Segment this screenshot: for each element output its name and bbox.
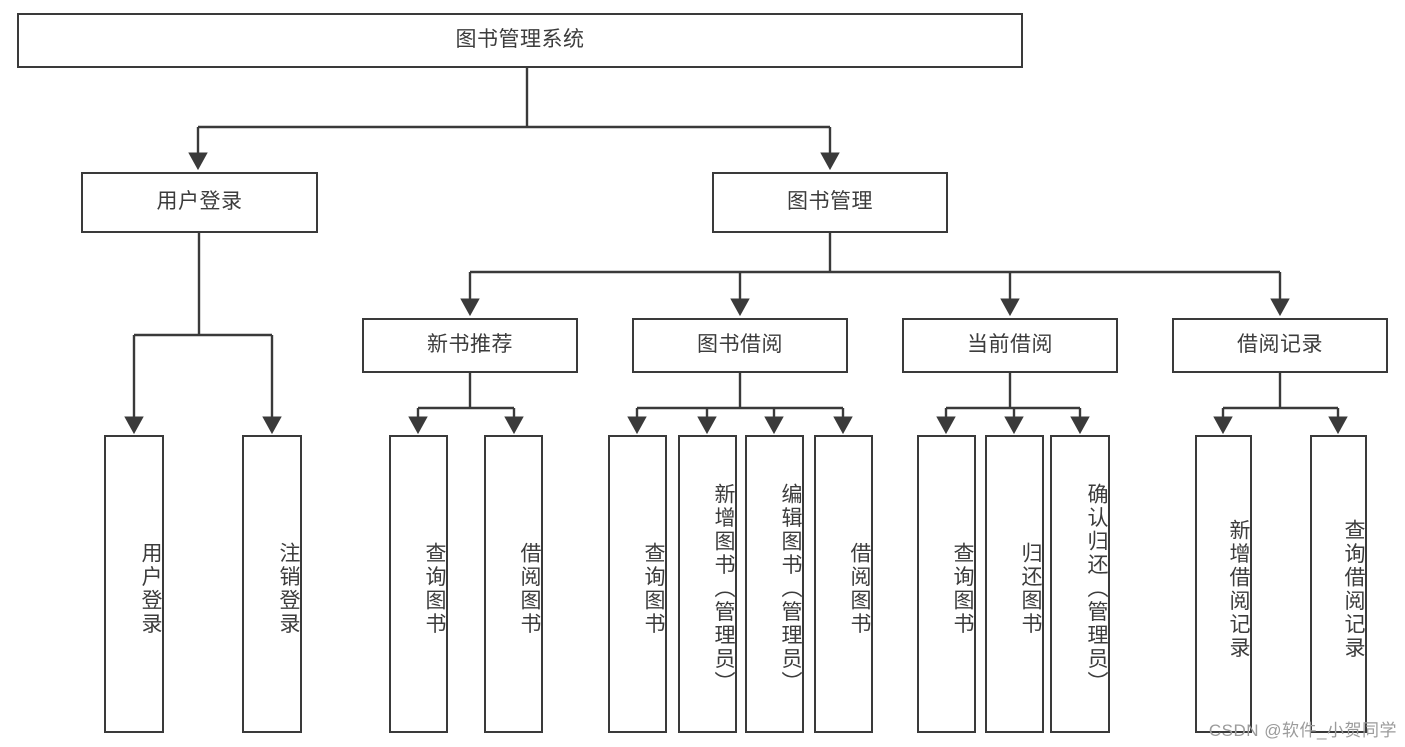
node-borrow-record[interactable]: 借阅记录 [1172, 318, 1388, 373]
node-user-login[interactable]: 用户登录 [81, 172, 318, 233]
node-leaf-add-book-label: 新增图书（管理员） [712, 483, 735, 695]
node-leaf-return-book-label: 归还图书 [1019, 542, 1042, 636]
node-new-book-recommend-label: 新书推荐 [427, 333, 513, 357]
node-leaf-add-record[interactable]: 新增借阅记录 [1195, 435, 1252, 733]
node-leaf-confirm-return[interactable]: 确认归还（管理员） [1050, 435, 1110, 733]
node-book-borrow-label: 图书借阅 [697, 333, 783, 357]
node-leaf-query-book-current-label: 查询图书 [951, 542, 974, 636]
node-leaf-user-login-label: 用户登录 [139, 542, 162, 636]
node-leaf-borrow-book-rec[interactable]: 借阅图书 [484, 435, 543, 733]
node-current-borrow-label: 当前借阅 [967, 333, 1053, 357]
node-leaf-logout-label: 注销登录 [277, 542, 300, 636]
node-leaf-query-book-rec-label: 查询图书 [423, 542, 446, 636]
node-leaf-borrow-book[interactable]: 借阅图书 [814, 435, 873, 733]
node-book-manage-label: 图书管理 [787, 190, 873, 214]
node-user-login-label: 用户登录 [156, 190, 243, 214]
node-leaf-query-book-borrow[interactable]: 查询图书 [608, 435, 667, 733]
node-root-label: 图书管理系统 [455, 28, 585, 52]
node-book-manage[interactable]: 图书管理 [712, 172, 948, 233]
node-leaf-logout[interactable]: 注销登录 [242, 435, 302, 733]
node-leaf-add-record-label: 新增借阅记录 [1227, 518, 1250, 660]
node-current-borrow[interactable]: 当前借阅 [902, 318, 1118, 373]
node-leaf-borrow-book-rec-label: 借阅图书 [518, 542, 541, 636]
node-leaf-add-book[interactable]: 新增图书（管理员） [678, 435, 737, 733]
node-leaf-query-record[interactable]: 查询借阅记录 [1310, 435, 1367, 733]
node-borrow-record-label: 借阅记录 [1237, 333, 1323, 357]
node-leaf-query-book-current[interactable]: 查询图书 [917, 435, 976, 733]
node-leaf-edit-book-label: 编辑图书（管理员） [779, 483, 802, 695]
node-leaf-edit-book[interactable]: 编辑图书（管理员） [745, 435, 804, 733]
node-leaf-user-login[interactable]: 用户登录 [104, 435, 164, 733]
node-leaf-return-book[interactable]: 归还图书 [985, 435, 1044, 733]
node-leaf-query-record-label: 查询借阅记录 [1342, 518, 1365, 660]
node-book-borrow[interactable]: 图书借阅 [632, 318, 848, 373]
node-leaf-borrow-book-label: 借阅图书 [848, 542, 871, 636]
node-leaf-query-book-rec[interactable]: 查询图书 [389, 435, 448, 733]
node-leaf-query-book-borrow-label: 查询图书 [642, 542, 665, 636]
node-root[interactable]: 图书管理系统 [17, 13, 1023, 68]
node-new-book-recommend[interactable]: 新书推荐 [362, 318, 578, 373]
node-leaf-confirm-return-label: 确认归还（管理员） [1085, 483, 1108, 695]
